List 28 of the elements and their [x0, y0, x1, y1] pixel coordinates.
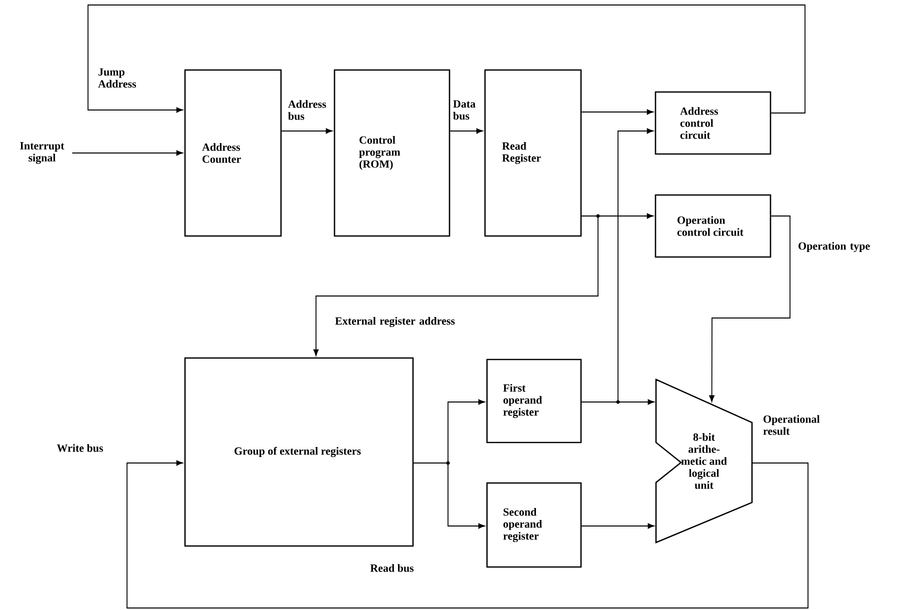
connector-arrow — [581, 399, 654, 405]
block-box: Address control circuit — [654, 91, 772, 155]
connector-arrow — [88, 4, 806, 114]
block-box: Address Counter — [184, 69, 282, 237]
signal-label: Interrupt signal — [20, 142, 64, 164]
block-box: Control program (ROM) — [334, 69, 450, 237]
connector-arrow — [709, 216, 790, 402]
connector-arrow — [581, 523, 654, 529]
bus-label: Data bus — [453, 100, 476, 120]
bus-label: Operational result — [763, 415, 820, 435]
connector-arrow — [281, 128, 332, 134]
bus-label: Jump Address — [98, 68, 136, 88]
connector-arrow — [581, 109, 654, 115]
block-box: Group of external registers — [184, 357, 414, 547]
block-box: First operand register — [486, 358, 582, 444]
block-box: Second operand register — [486, 482, 582, 568]
block-box: Read Register — [484, 69, 582, 237]
bus-label: Write bus — [56, 444, 103, 452]
connector-arrow — [450, 128, 483, 134]
block-box: Operation control circuit — [654, 194, 772, 258]
bus-label: Address bus — [288, 100, 326, 120]
bus-label: Operation type — [798, 242, 870, 252]
bus-label: External register address — [335, 316, 455, 328]
connector-arrow — [126, 460, 808, 608]
bus-label: Read bus — [370, 564, 414, 572]
connector-arrow — [313, 216, 598, 356]
connector-arrow — [413, 462, 485, 529]
connector-arrow — [72, 150, 183, 156]
